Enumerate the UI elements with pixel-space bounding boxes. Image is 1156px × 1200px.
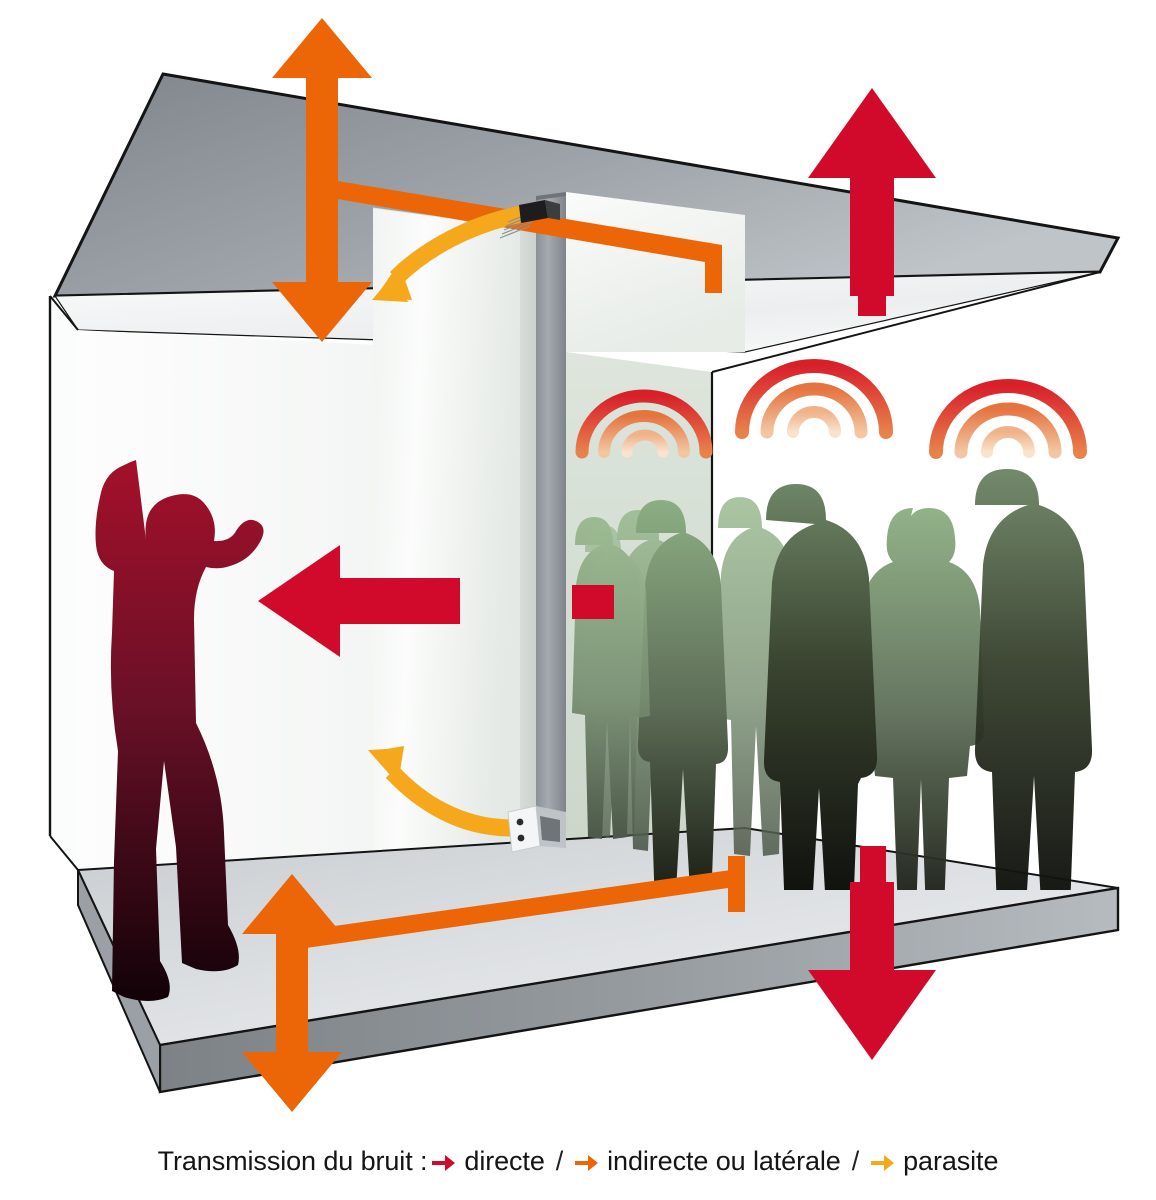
direct-through-ceiling bbox=[808, 88, 936, 316]
direct-through-partition bbox=[258, 545, 614, 657]
figure-caption: Transmission du bruit : directe / indire… bbox=[0, 1138, 1156, 1184]
sound-wave-left bbox=[575, 389, 713, 459]
caption-prefix: Transmission du bruit : bbox=[157, 1145, 428, 1176]
legend-label-directe: directe bbox=[464, 1145, 545, 1176]
direct-through-floor bbox=[808, 846, 936, 1060]
parasitic-ceiling-gap bbox=[372, 200, 560, 302]
parasitic-socket bbox=[368, 746, 566, 853]
sound-wave-middle bbox=[735, 359, 893, 439]
sound-wave-right bbox=[929, 379, 1087, 459]
flanking-via-floor bbox=[242, 856, 745, 1112]
partition-column bbox=[536, 192, 566, 868]
listener-covering-ear bbox=[95, 460, 264, 1001]
legend-label-indirecte: indirecte ou latérale bbox=[607, 1145, 841, 1176]
legend-arrow-directe-icon bbox=[431, 1150, 457, 1172]
electrical-socket bbox=[507, 805, 566, 853]
legend-label-parasite: parasite bbox=[903, 1145, 999, 1176]
legend-separator-2: / bbox=[851, 1145, 860, 1176]
legend-arrow-indirecte-icon bbox=[574, 1150, 600, 1172]
legend-arrow-parasite-icon bbox=[870, 1150, 896, 1172]
flanking-via-ceiling bbox=[272, 18, 722, 342]
legend-separator-1: / bbox=[555, 1145, 564, 1176]
